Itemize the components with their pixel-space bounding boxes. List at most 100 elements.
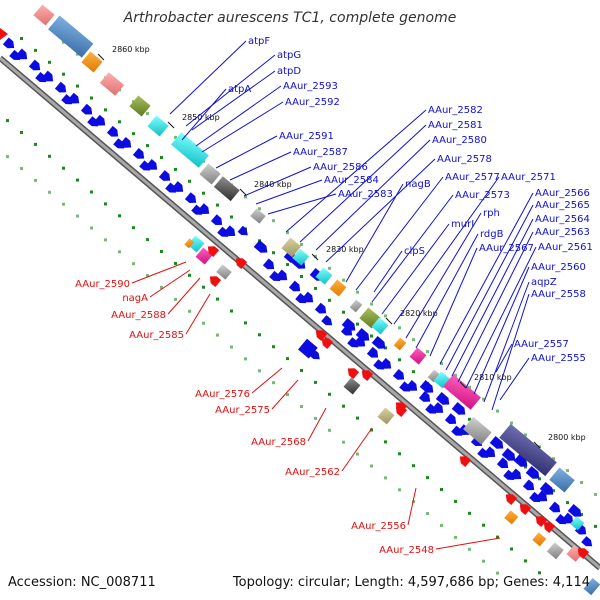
gc-dot bbox=[272, 219, 275, 223]
tick-mark bbox=[97, 53, 105, 61]
gc-dot bbox=[146, 274, 149, 278]
gc-dot bbox=[412, 338, 415, 342]
gc-dot bbox=[370, 428, 373, 432]
gc-dot bbox=[566, 501, 569, 505]
gene-arrow bbox=[392, 369, 405, 380]
forward-gene-label: AAur_2566 bbox=[535, 188, 590, 199]
forward-gene-label: nagB bbox=[405, 179, 431, 190]
gc-dot bbox=[76, 214, 79, 218]
forward-gene-label: AAur_2563 bbox=[535, 227, 590, 238]
gc-dot bbox=[356, 416, 359, 420]
tick-mark bbox=[385, 317, 393, 325]
gene-arrow bbox=[87, 116, 99, 127]
gene-arrow bbox=[41, 70, 54, 82]
label-connector bbox=[201, 101, 284, 153]
gene-arrow bbox=[399, 381, 411, 392]
gc-dot bbox=[174, 297, 177, 301]
gc-dot bbox=[496, 535, 499, 539]
reverse-gene-label: AAur_2575 bbox=[215, 405, 270, 416]
gc-dot bbox=[6, 119, 9, 123]
reverse-gene-label: AAur_2568 bbox=[251, 437, 306, 448]
gene-arrow bbox=[275, 269, 288, 281]
gc-dot bbox=[244, 321, 247, 325]
gc-dot bbox=[20, 37, 23, 40]
gc-dot bbox=[328, 266, 331, 270]
label-connector bbox=[251, 367, 283, 394]
gc-dot bbox=[370, 464, 373, 468]
gc-dot bbox=[230, 345, 233, 349]
gc-dot bbox=[258, 333, 261, 337]
gc-dot bbox=[314, 380, 317, 384]
gc-dot bbox=[300, 243, 303, 246]
feature-box bbox=[48, 15, 94, 58]
gene-arrow bbox=[489, 436, 504, 449]
gc-dot bbox=[48, 60, 51, 64]
forward-gene-label: atpA bbox=[228, 84, 251, 95]
gc-dot bbox=[356, 290, 359, 294]
gc-dot bbox=[342, 310, 345, 314]
gene-arrow bbox=[237, 225, 248, 236]
gc-dot bbox=[202, 285, 205, 289]
feature-box bbox=[195, 247, 213, 265]
gene-arrow bbox=[262, 258, 275, 270]
gene-arrow bbox=[548, 501, 561, 513]
gc-dot bbox=[160, 156, 163, 159]
gc-dot bbox=[552, 457, 555, 461]
label-connector bbox=[415, 233, 479, 349]
label-connector bbox=[373, 250, 403, 293]
reverse-label-connectors bbox=[131, 261, 501, 550]
feature-box bbox=[33, 4, 55, 26]
forward-gene-label: AAur_2587 bbox=[293, 147, 348, 158]
gc-dot bbox=[426, 512, 429, 516]
gene-arrow bbox=[217, 226, 229, 237]
label-connector bbox=[229, 151, 292, 181]
label-connector bbox=[299, 124, 427, 243]
gc-dot bbox=[566, 469, 569, 473]
gene-arrow bbox=[341, 318, 356, 331]
gc-dot bbox=[146, 112, 149, 116]
feature-box bbox=[371, 317, 389, 335]
gc-dot bbox=[272, 381, 275, 385]
gene-arrow bbox=[184, 192, 197, 203]
feature-box bbox=[199, 163, 221, 185]
tick-label: 2860 kbp bbox=[112, 45, 150, 54]
gene-arrow bbox=[525, 466, 540, 479]
gene-arrow bbox=[288, 280, 301, 292]
gene-arrow bbox=[191, 204, 203, 215]
gc-dot bbox=[286, 393, 289, 397]
gc-dot bbox=[146, 144, 149, 148]
gc-dot bbox=[412, 370, 415, 374]
gc-dot bbox=[132, 132, 135, 136]
label-connector bbox=[393, 176, 500, 325]
gene-arrow bbox=[503, 469, 515, 480]
gene-arrow bbox=[315, 330, 328, 341]
label-connector bbox=[149, 269, 191, 298]
gene-arrow bbox=[435, 392, 450, 405]
feature-box bbox=[216, 264, 232, 280]
gc-dot bbox=[202, 191, 205, 195]
label-connector bbox=[457, 231, 534, 383]
gene-arrow bbox=[459, 456, 472, 467]
forward-gene-label: clpS bbox=[404, 246, 425, 257]
feature-box bbox=[147, 115, 169, 137]
gc-dot bbox=[426, 350, 429, 354]
gc-dot bbox=[174, 167, 177, 171]
reverse-gene-label: nagA bbox=[122, 293, 148, 304]
feature-box bbox=[546, 542, 564, 560]
tick-label: 2830 kbp bbox=[326, 245, 364, 254]
label-connector bbox=[315, 139, 431, 251]
gc-dot bbox=[398, 452, 401, 456]
label-connector bbox=[355, 176, 444, 291]
forward-gene-label: aqpZ bbox=[531, 277, 557, 288]
gene-arrow bbox=[395, 406, 408, 417]
gc-dot bbox=[202, 321, 205, 325]
label-connector bbox=[435, 537, 501, 550]
gc-dot bbox=[160, 286, 163, 289]
gene-arrow bbox=[574, 523, 587, 535]
gene-arrow bbox=[509, 468, 522, 480]
forward-gene-label: rph bbox=[483, 208, 500, 219]
gc-dot bbox=[384, 346, 387, 350]
forward-strand-genes bbox=[2, 37, 593, 547]
label-connector bbox=[307, 407, 327, 442]
gc-dot bbox=[300, 405, 303, 408]
